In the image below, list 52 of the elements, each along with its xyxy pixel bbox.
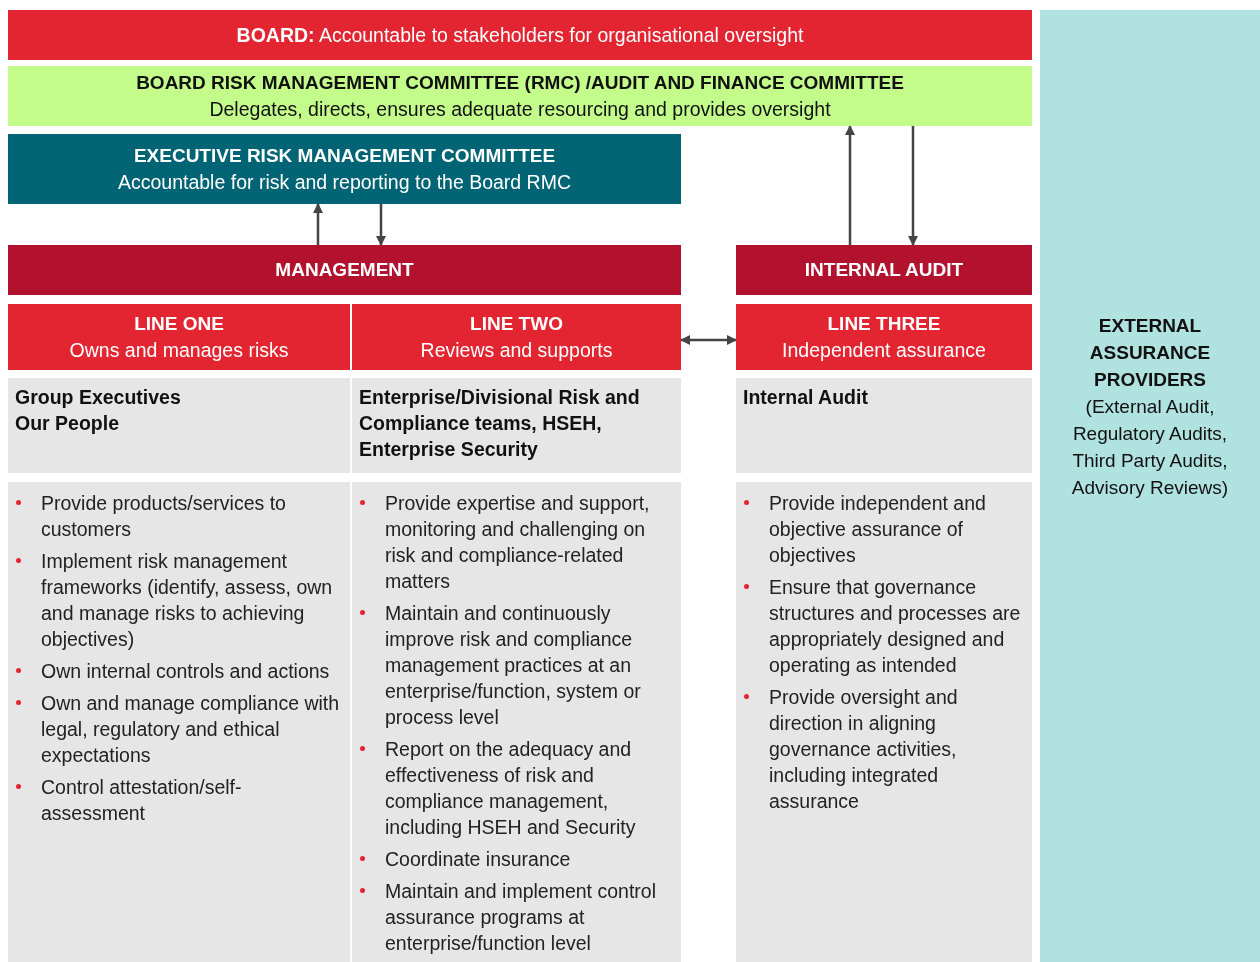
list-item: Implement risk management frameworks (identify, assess, own and manage risks to achieving objectives): [41, 549, 334, 652]
list-item: Provide oversight and direction in aligning governance activities, including integrated assurance: [769, 685, 959, 814]
external-providers-panel: [1040, 10, 1260, 962]
role-text: Group Executives: [15, 385, 182, 410]
role-text: Our People: [15, 411, 121, 436]
list-item: Own and manage compliance with legal, regulatory and ethical expectations: [41, 691, 341, 768]
list-item: Maintain and implement control assurance programs at enterprise/function level: [385, 879, 657, 956]
committee-box: [8, 304, 350, 370]
list-item: Provide products/services to customers: [41, 491, 287, 542]
committee-box: [736, 304, 1032, 370]
heading: MANAGEMENT: [275, 259, 414, 281]
heading: LINE TWO: [470, 312, 563, 336]
arrow: [313, 203, 323, 245]
list-item: Provide independent and objective assurance of objectives: [769, 491, 987, 568]
list-item: Control attestation/self-assessment: [41, 775, 243, 826]
committee-box: [8, 66, 1032, 126]
role-box: [352, 378, 681, 473]
arrow: [376, 204, 386, 246]
responsibility-panel: [8, 482, 350, 962]
description: (External Audit, Regulatory Audits, Third Party Audits, Advisory Reviews): [1070, 394, 1230, 500]
list-item: Coordinate insurance: [385, 847, 571, 872]
description: Reviews and supports: [420, 338, 613, 363]
role-box: [8, 378, 350, 473]
heading: EXECUTIVE RISK MANAGEMENT COMMITTEE: [133, 144, 556, 168]
committee-box: [8, 134, 681, 204]
list-item: Report on the adequacy and effectiveness of risk and compliance management, including HSEH and Security: [385, 737, 637, 840]
arrow: [845, 125, 855, 245]
heading: EXTERNAL ASSURANCE PROVIDERS: [1088, 313, 1212, 392]
section-header: [736, 245, 1032, 295]
board-band: [8, 10, 1032, 60]
role-box: [736, 378, 1032, 473]
description: Independent assurance: [782, 338, 986, 363]
responsibility-panel: [736, 482, 1032, 962]
description: Accountable for risk and reporting to the Board RMC: [117, 170, 572, 195]
role-text: Internal Audit: [743, 385, 869, 410]
arrow: [680, 335, 737, 345]
list-item: Own internal controls and actions: [41, 659, 330, 684]
band-text: BOARD: Accountable to stakeholders for organisational oversight: [236, 23, 804, 47]
list-item: Provide expertise and support, monitoring and challenging on risk and compliance-related matters: [385, 491, 651, 594]
arrow: [908, 126, 918, 246]
description: Owns and manages risks: [69, 338, 289, 363]
description: Delegates, directs, ensures adequate resourcing and provides oversight: [209, 97, 831, 122]
list-item: Maintain and continuously improve risk and compliance management practices at an enterprise/function, system or process level: [385, 601, 642, 730]
committee-box: [352, 304, 681, 370]
heading: LINE ONE: [134, 312, 224, 336]
heading: LINE THREE: [827, 312, 941, 336]
heading: INTERNAL AUDIT: [804, 259, 964, 281]
heading: BOARD RISK MANAGEMENT COMMITTEE (RMC) /AUDIT AND FINANCE COMMITTEE: [136, 71, 904, 95]
responsibility-panel: [352, 482, 681, 962]
section-header: [8, 245, 681, 295]
role-text: Enterprise/Divisional Risk and Compliance teams, HSEH, Enterprise Security: [359, 385, 641, 462]
list-item: Ensure that governance structures and processes are appropriately designed and operating as intended: [769, 575, 1022, 678]
